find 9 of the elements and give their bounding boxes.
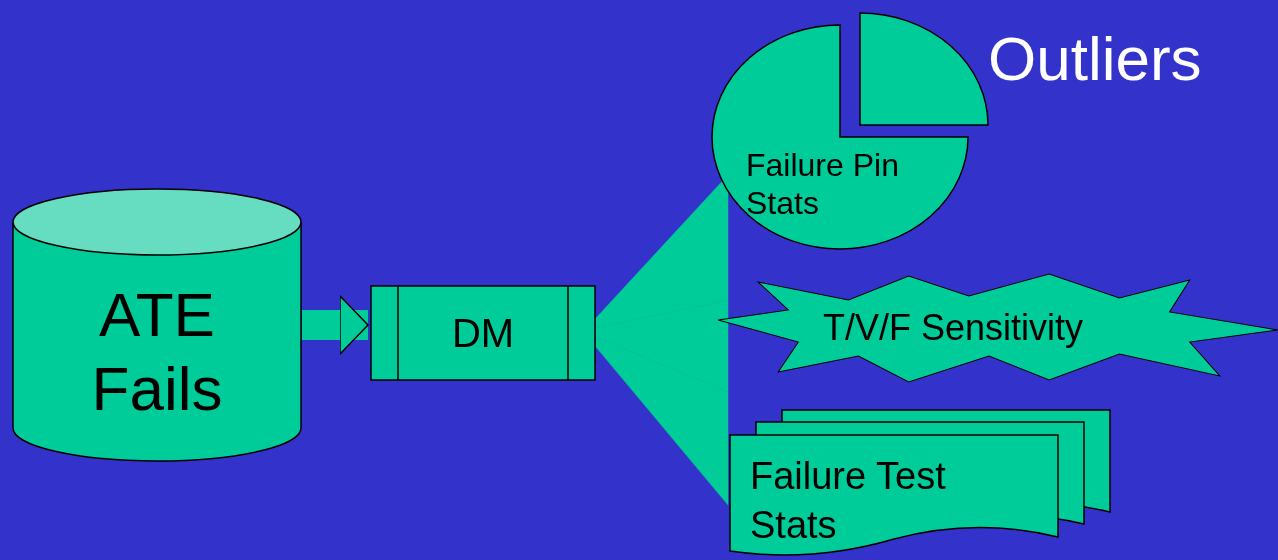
heading-label: Outliers — [988, 23, 1202, 95]
node-label: Failure Test Stats — [750, 454, 947, 549]
node-label: ATE Fails — [90, 279, 224, 426]
node-label: Failure Pin Stats — [746, 146, 900, 223]
node-label: T/V/F Sensitivity — [821, 308, 1085, 348]
block-arrow — [302, 295, 369, 355]
fan-connector — [595, 336, 729, 506]
fan-connector — [595, 299, 729, 393]
node-label: DM — [450, 311, 516, 355]
